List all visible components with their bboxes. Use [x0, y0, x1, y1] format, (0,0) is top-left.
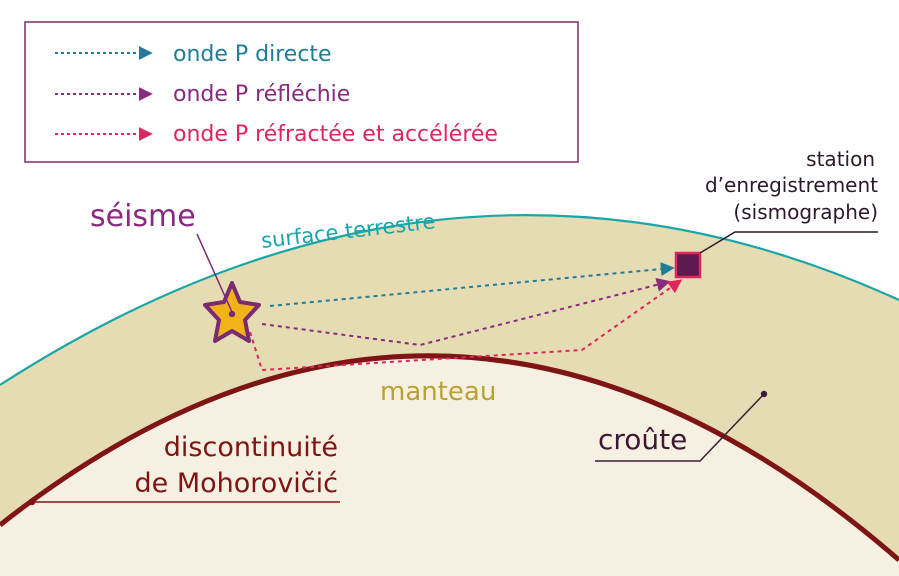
station-square-icon	[674, 251, 702, 279]
seisme-focus-dot	[228, 310, 236, 318]
croute-leader-line	[595, 393, 765, 462]
station-label-line3: (sismographe)	[733, 200, 878, 224]
legend-direct-label: onde P directe	[173, 42, 332, 67]
mantle-region	[0, 355, 899, 576]
reflected-wave-path	[261, 277, 671, 347]
seisme-label: séisme	[90, 199, 196, 234]
legend-refracted-label: onde P réfractée et accélérée	[173, 122, 498, 147]
manteau-label: manteau	[380, 377, 496, 407]
moho-line	[0, 353, 899, 562]
station-label-line1: station	[806, 147, 875, 171]
legend: onde P directe onde P réfléchie onde P r…	[24, 21, 579, 163]
surface-line	[0, 214, 899, 386]
station-label-line2: d’enregistrement	[705, 173, 878, 197]
seisme-leader-line	[196, 233, 233, 313]
legend-reflected-label: onde P réfléchie	[173, 82, 350, 107]
direct-wave-path	[269, 262, 675, 307]
refracted-wave-path	[249, 279, 683, 372]
moho-label-line1: discontinuité	[164, 432, 338, 463]
station-leader-line	[699, 231, 878, 254]
legend-box	[24, 21, 579, 163]
croute-label: croûte	[598, 423, 687, 456]
moho-label-line2: de Mohorovičić	[135, 468, 338, 499]
